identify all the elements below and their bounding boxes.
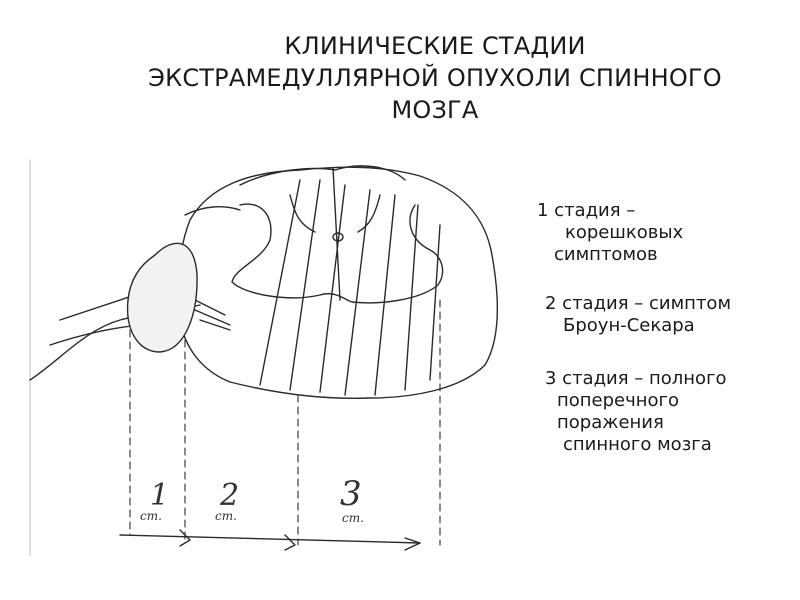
marker-1-number: 1 [150,478,169,513]
marker-2-abbr: ст. [215,509,237,523]
stage-3-line-4: спинного мозга [563,434,712,455]
marker-3-number: 3 [340,474,362,514]
stage-2-line-1: 2 стадия – симптом [545,293,732,314]
stage-3-line-2: поперечного [557,390,680,411]
slide-title: КЛИНИЧЕСКИЕ СТАДИИ ЭКСТРАМЕДУЛЛЯРНОЙ ОПУ… [95,30,775,126]
stage-3: 3 стадия – полного поперечного поражения… [545,368,727,456]
marker-1-abbr: ст. [140,509,162,523]
title-line-3: МОЗГА [391,96,479,124]
stage-1-line-1: 1 стадия – [537,200,636,221]
stage-1-line-3: симптомов [554,244,658,265]
title-line-1: КЛИНИЧЕСКИЕ СТАДИИ [284,32,586,60]
stage-2: 2 стадия – симптом Броун-Секара [545,293,731,337]
stage-1-line-2: корешковых [565,222,684,243]
marker-2-number: 2 [219,478,239,513]
title-line-2: ЭКСТРАМЕДУЛЛЯРНОЙ ОПУХОЛИ СПИННОГО [148,64,722,92]
stage-2-line-2: Броун-Секара [563,315,695,336]
stage-1: 1 стадия – корешковых симптомов [537,200,683,266]
stage-3-line-1: 3 стадия – полного [545,368,727,389]
marker-3-abbr: ст. [342,511,364,525]
spinal-cord-drawing: 1 ст. 2 ст. 3 ст. [29,159,498,556]
spinal-cord-diagram: 1 ст. 2 ст. 3 ст. [0,150,520,570]
stage-3-line-3: поражения [557,412,664,433]
